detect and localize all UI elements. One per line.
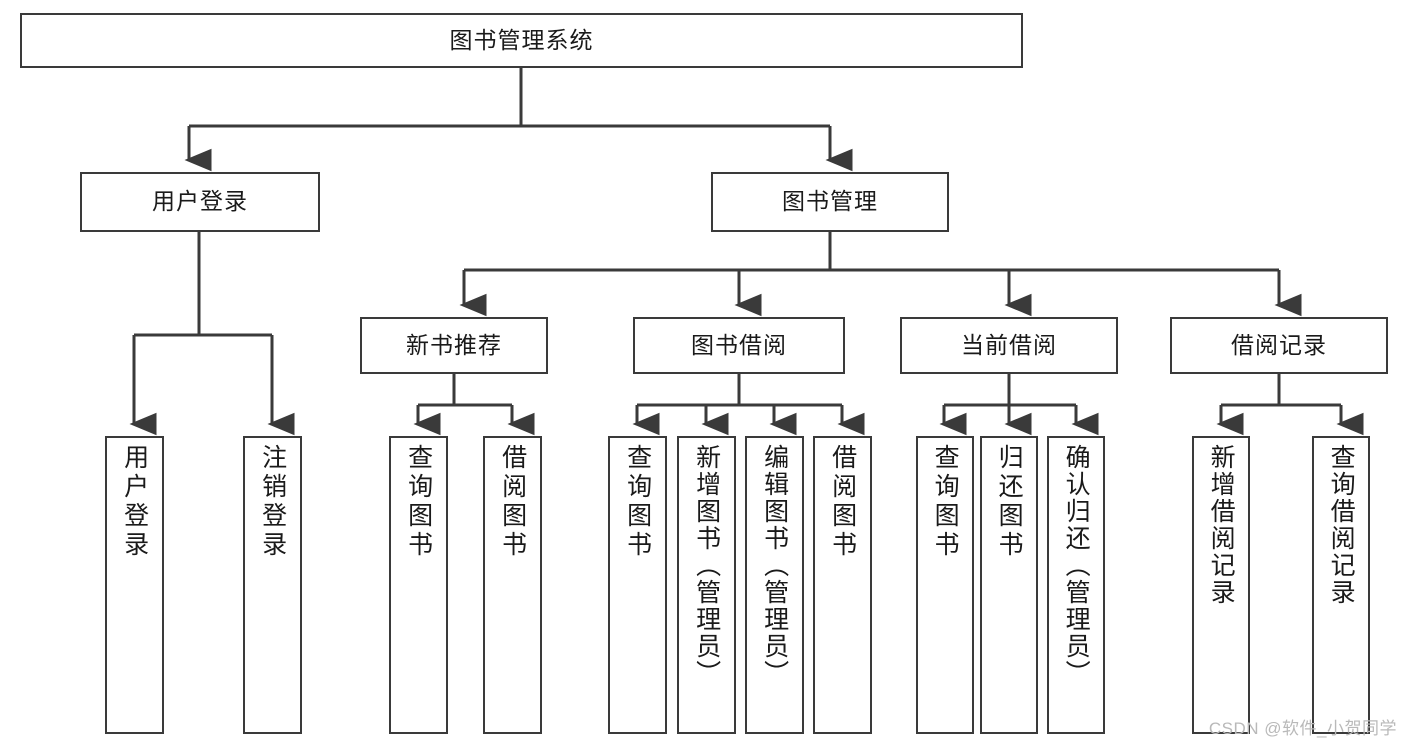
node-leaf-user-logout[interactable]: 注销登录	[243, 436, 302, 734]
node-user-login-label: 用户登录	[152, 188, 248, 215]
node-leaf-add-record-label: 新增借阅记录	[1207, 444, 1236, 606]
node-leaf-borrow-book-1-label: 借阅图书	[498, 444, 527, 560]
node-leaf-query-book-1-label: 查询图书	[404, 444, 433, 560]
node-leaf-query-record-label: 查询借阅记录	[1327, 444, 1356, 606]
node-book-management-label: 图书管理	[782, 188, 878, 215]
node-root-label: 图书管理系统	[449, 26, 594, 53]
node-leaf-add-book-label: 新增图书（管理员）	[692, 444, 721, 687]
node-book-borrow[interactable]: 图书借阅	[633, 317, 845, 374]
node-leaf-add-book[interactable]: 新增图书（管理员）	[677, 436, 736, 734]
node-user-login[interactable]: 用户登录	[80, 172, 320, 232]
node-leaf-return-book[interactable]: 归还图书	[980, 436, 1038, 734]
node-borrow-record-label: 借阅记录	[1231, 331, 1327, 358]
node-leaf-query-book-3-label: 查询图书	[931, 444, 960, 560]
node-leaf-query-record[interactable]: 查询借阅记录	[1312, 436, 1370, 734]
node-leaf-query-book-2[interactable]: 查询图书	[608, 436, 667, 734]
node-leaf-user-logout-label: 注销登录	[258, 444, 287, 560]
node-leaf-user-login[interactable]: 用户登录	[105, 436, 164, 734]
node-leaf-borrow-book-2[interactable]: 借阅图书	[813, 436, 872, 734]
node-new-book-recommend-label: 新书推荐	[406, 331, 502, 358]
node-leaf-query-book-1[interactable]: 查询图书	[389, 436, 448, 734]
csdn-watermark: CSDN @软件_小贺同学	[1208, 719, 1397, 738]
node-leaf-edit-book[interactable]: 编辑图书（管理员）	[745, 436, 804, 734]
node-leaf-user-login-label: 用户登录	[120, 444, 149, 560]
node-leaf-return-book-label: 归还图书	[995, 444, 1024, 560]
node-leaf-confirm-return-label: 确认归还（管理员）	[1062, 444, 1091, 687]
node-leaf-confirm-return[interactable]: 确认归还（管理员）	[1047, 436, 1105, 734]
node-new-book-recommend[interactable]: 新书推荐	[360, 317, 548, 374]
node-borrow-record[interactable]: 借阅记录	[1170, 317, 1388, 374]
node-leaf-borrow-book-1[interactable]: 借阅图书	[483, 436, 542, 734]
node-book-management[interactable]: 图书管理	[711, 172, 949, 232]
node-leaf-add-record[interactable]: 新增借阅记录	[1192, 436, 1250, 734]
node-book-borrow-label: 图书借阅	[691, 331, 787, 358]
node-current-borrow[interactable]: 当前借阅	[900, 317, 1118, 374]
node-leaf-edit-book-label: 编辑图书（管理员）	[760, 444, 789, 687]
node-root[interactable]: 图书管理系统	[20, 13, 1023, 68]
node-leaf-query-book-2-label: 查询图书	[623, 444, 652, 560]
node-leaf-borrow-book-2-label: 借阅图书	[828, 444, 857, 560]
node-leaf-query-book-3[interactable]: 查询图书	[916, 436, 974, 734]
node-current-borrow-label: 当前借阅	[961, 331, 1057, 358]
